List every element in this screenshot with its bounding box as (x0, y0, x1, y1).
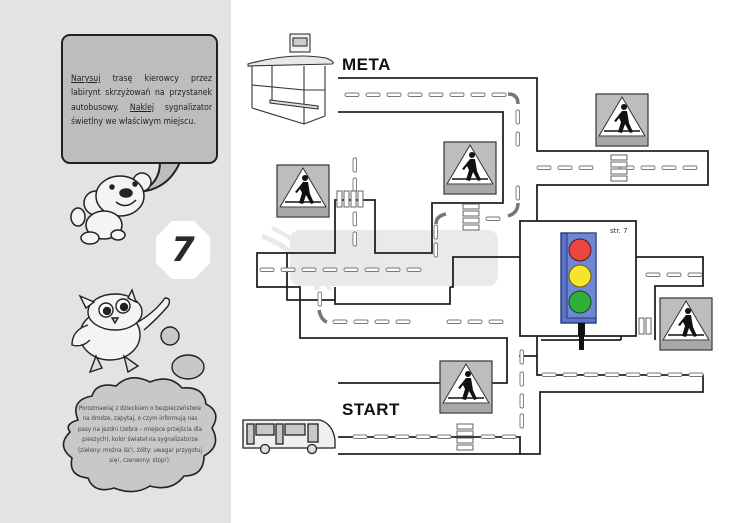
page-number-badge (156, 221, 210, 279)
crossing-sign (276, 164, 330, 218)
instruction-bubble: Narysuj trasę kierowcy przez labirynt sk… (61, 34, 218, 164)
traffic-light-sticker[interactable] (519, 220, 637, 350)
crossing-sign (595, 93, 649, 147)
crossing-sign (659, 297, 713, 351)
green-light (568, 290, 592, 314)
instruction-verb-stick: Naklej (129, 102, 154, 113)
bus-stop-icon (247, 33, 334, 125)
sticker-page-reference: str. 7 (610, 227, 628, 235)
parent-note-text: Porozmawiaj z dzieckiem o bezpieczeństwi… (77, 405, 202, 465)
owl-icon (71, 288, 205, 380)
instruction-text-1: trasę kierowcy przez labirynt skrzyżowań… (71, 74, 212, 113)
finish-label: META (342, 55, 391, 74)
start-label: START (342, 400, 400, 419)
instruction-text-2: sygnalizator świetlny we właściwym miejs… (71, 102, 212, 127)
lane-markings (259, 92, 704, 439)
bus-icon (242, 419, 336, 455)
red-light (568, 238, 592, 262)
crossing-sign (443, 141, 497, 195)
instruction-verb-draw: Narysuj (71, 74, 101, 84)
page-number: 7 (171, 230, 195, 270)
instruction-text: Narysuj trasę kierowcy przez labirynt sk… (71, 72, 212, 129)
parent-note-cloud (62, 377, 217, 493)
watermark (261, 226, 498, 292)
page-number-container: 7 (156, 221, 210, 279)
teddy-bear-icon (70, 172, 152, 245)
yellow-light (568, 264, 592, 288)
crossing-sign (439, 360, 493, 414)
